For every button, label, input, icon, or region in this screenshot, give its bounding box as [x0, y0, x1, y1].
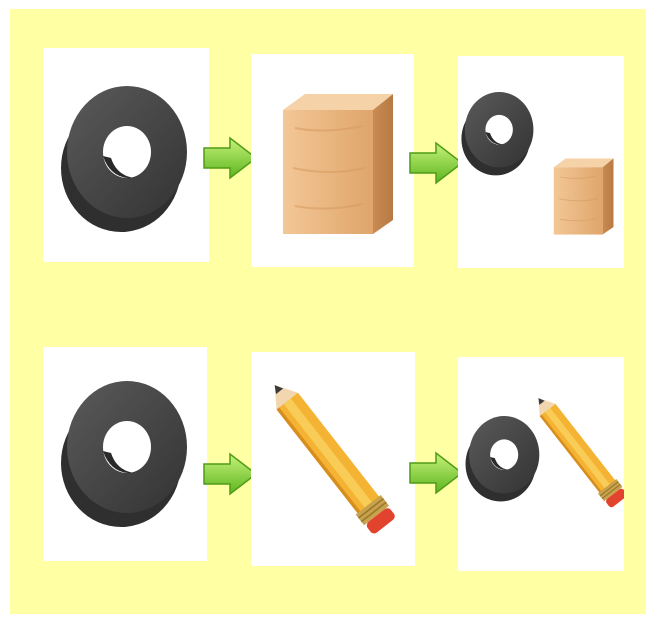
wooden-block-icon [553, 157, 615, 236]
pencil-icon [532, 390, 624, 510]
row2-panel-pencil [251, 352, 415, 566]
ring-magnet-and-wooden-block-apart [461, 92, 615, 236]
row1-panel-wood-block [251, 54, 414, 267]
green-arrow-icon [202, 136, 258, 180]
ring-magnet-and-pencil-apart [465, 390, 624, 510]
green-arrow-icon [202, 452, 258, 496]
ring-magnet-icon [461, 92, 534, 176]
row2-panel-magnet [43, 347, 207, 561]
wooden-block-icon [282, 93, 394, 235]
pencil-icon [261, 376, 399, 537]
ring-magnet-icon [61, 86, 187, 232]
row2-panel-result [458, 357, 624, 571]
green-arrow-icon [408, 451, 464, 495]
row1-panel-result [458, 56, 624, 268]
ring-magnet-icon [465, 416, 540, 502]
row1-panel-magnet [43, 48, 209, 262]
green-arrow-icon [408, 141, 464, 185]
ring-magnet-icon [61, 381, 187, 527]
